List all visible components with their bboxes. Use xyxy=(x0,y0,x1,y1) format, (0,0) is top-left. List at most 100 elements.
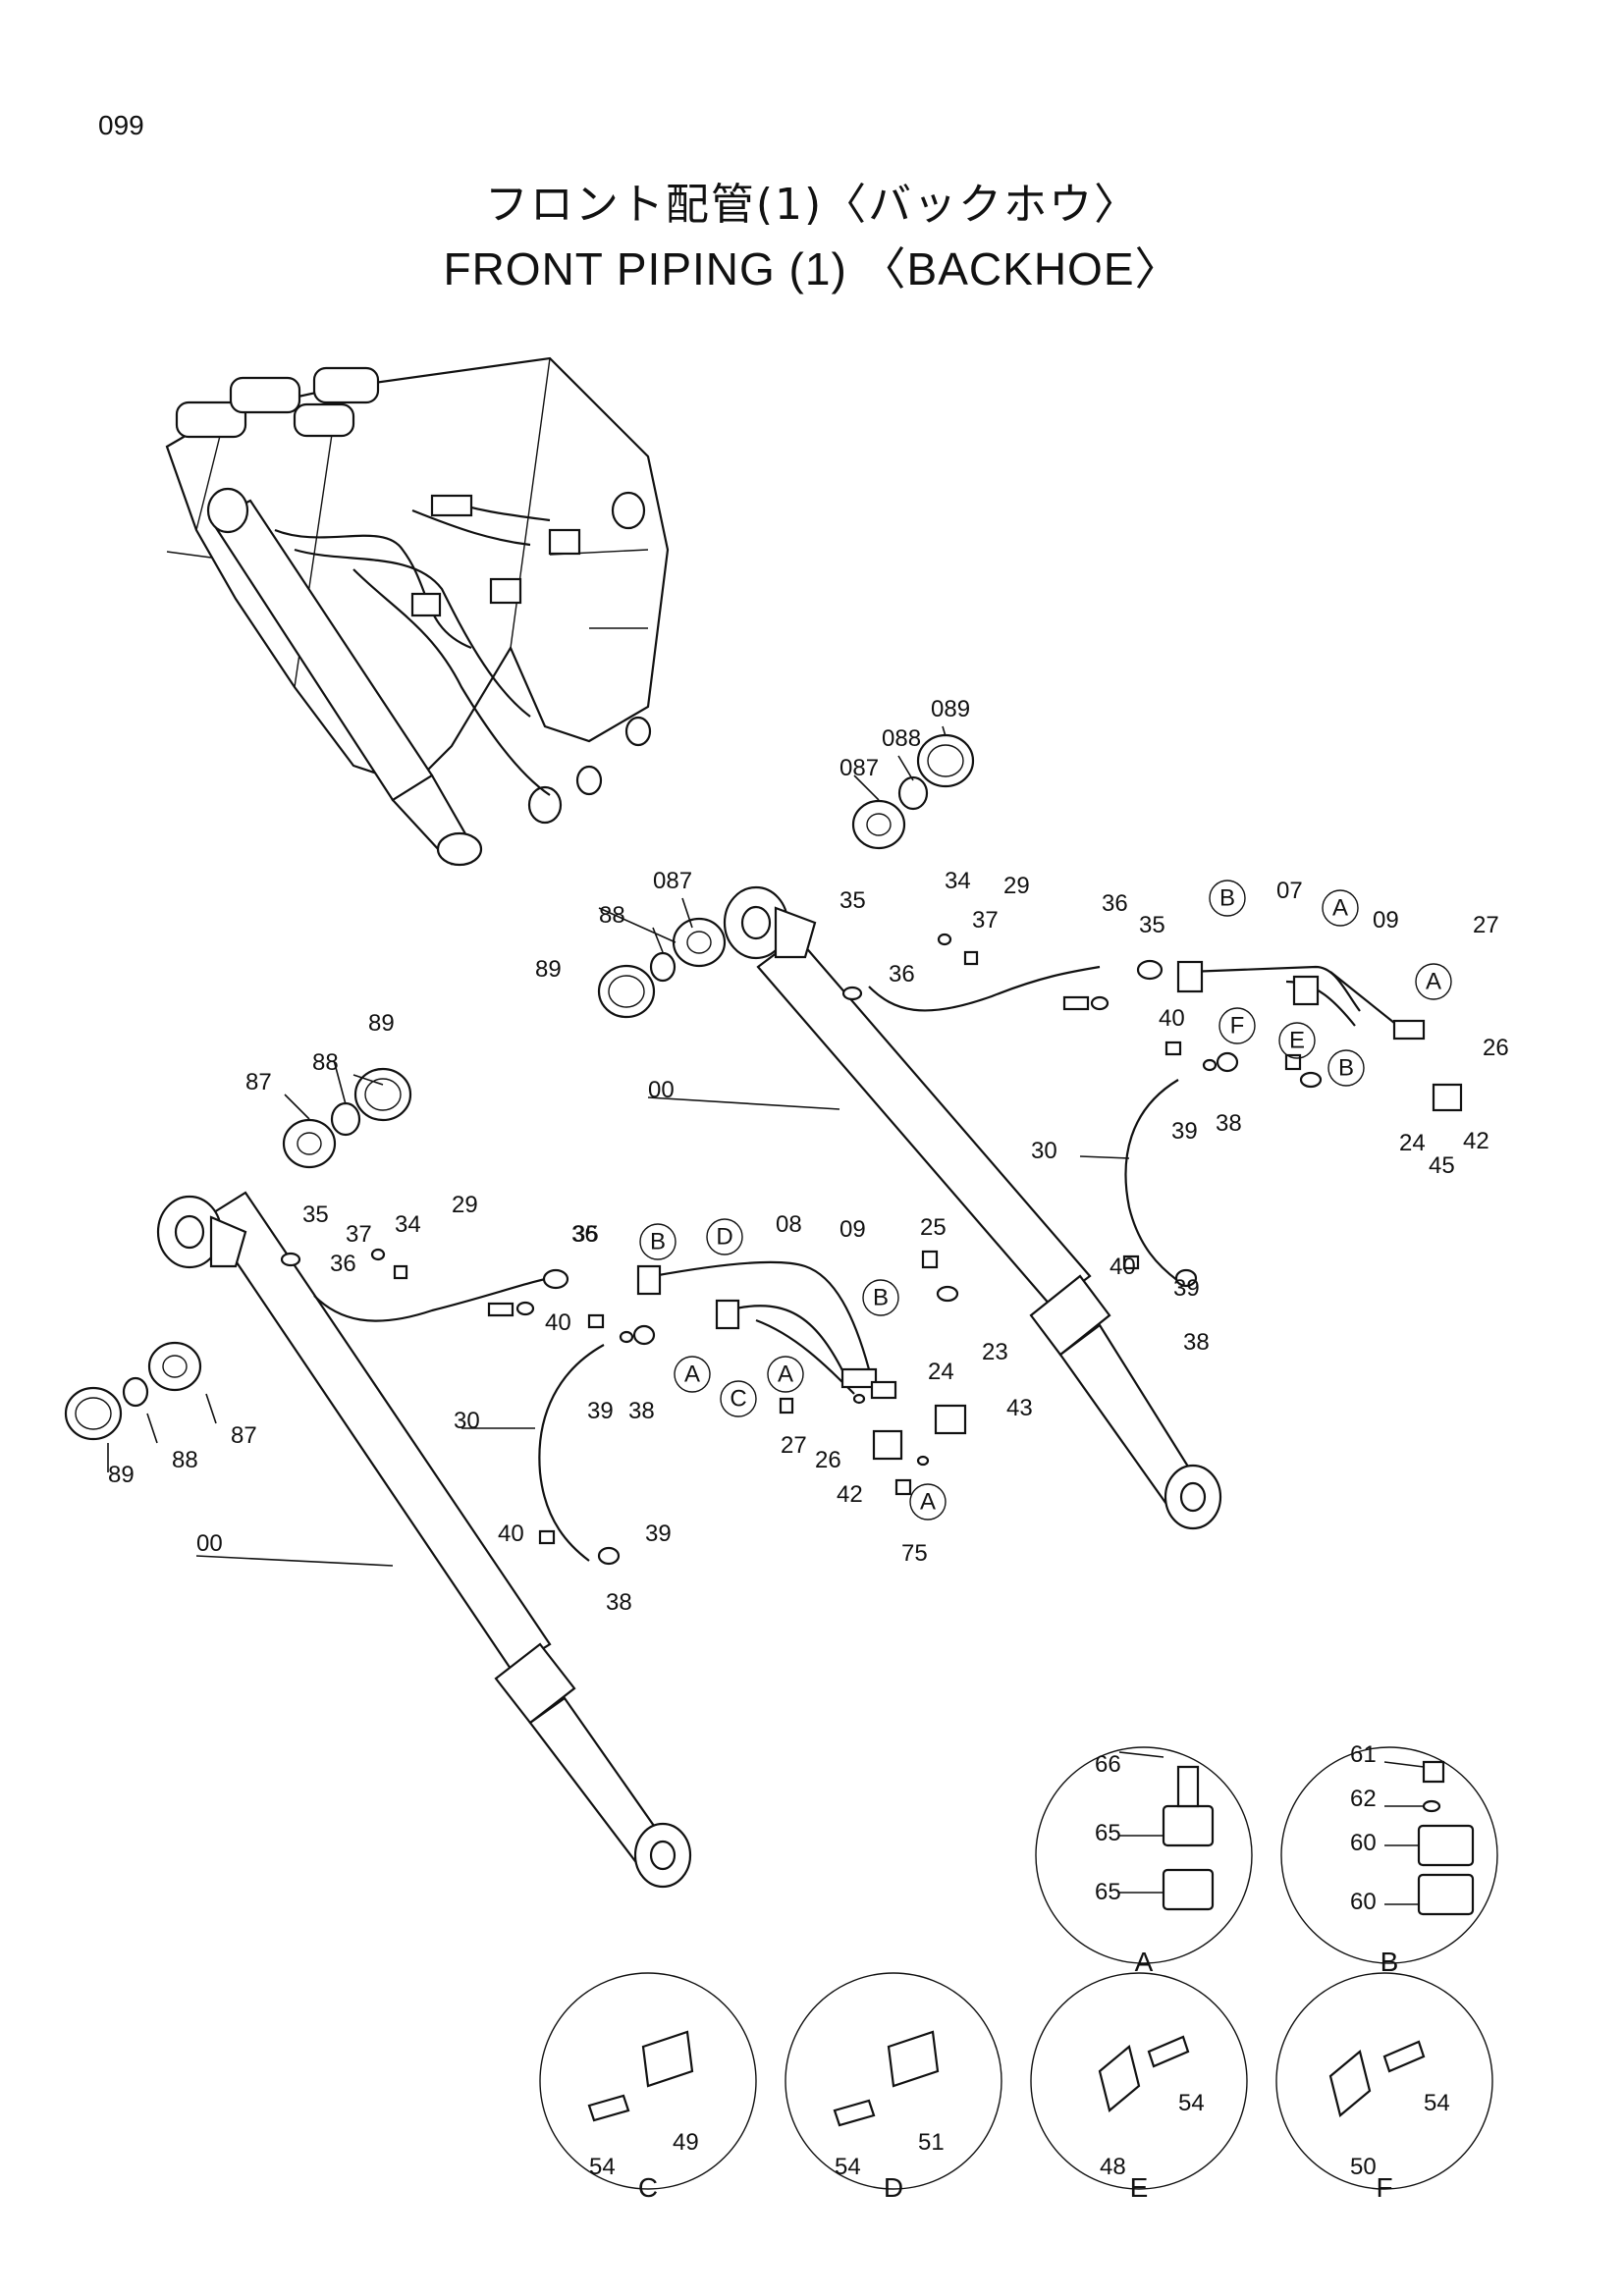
part-label: 89 xyxy=(535,956,562,983)
part-label: A xyxy=(1426,969,1441,995)
part-label: 09 xyxy=(1373,907,1399,934)
part-label: 37 xyxy=(972,907,999,934)
part-label: 87 xyxy=(231,1422,257,1449)
part-label: B xyxy=(1219,885,1235,912)
part-label: B xyxy=(650,1229,666,1255)
callout-circle xyxy=(1327,1049,1365,1087)
detail-part-label: 65 xyxy=(1095,1820,1121,1846)
part-label: 88 xyxy=(599,902,625,929)
callout-circle xyxy=(674,1356,711,1393)
callout-circle xyxy=(1278,1022,1316,1059)
part-label: 39 xyxy=(1171,1118,1198,1145)
part-label: 25 xyxy=(920,1214,947,1241)
callout-circle xyxy=(1218,1007,1256,1044)
part-label: 40 xyxy=(498,1521,524,1547)
callout-circle xyxy=(1322,889,1359,927)
part-label: 36 xyxy=(571,1221,598,1248)
part-label: 088 xyxy=(882,725,921,752)
detail-part-label: 61 xyxy=(1350,1741,1377,1768)
part-label: 88 xyxy=(312,1049,339,1076)
part-label: 30 xyxy=(454,1408,480,1434)
callout-circle xyxy=(720,1380,757,1417)
detail-views xyxy=(539,1746,1498,2190)
part-label: 45 xyxy=(1429,1152,1455,1179)
part-label: 35 xyxy=(302,1201,329,1228)
detail-part-label: 60 xyxy=(1350,1830,1377,1856)
upper-cylinder-assembly xyxy=(597,733,1463,1530)
detail-view-id: B xyxy=(1380,1947,1399,1977)
detail-part-label: 65 xyxy=(1095,1879,1121,1905)
part-label: 43 xyxy=(1006,1395,1033,1421)
part-label: 087 xyxy=(839,755,879,781)
lower-cylinder-assembly xyxy=(64,1067,967,1889)
part-label: E xyxy=(1289,1028,1305,1054)
detail-view-id: D xyxy=(884,2172,903,2203)
callout-circle xyxy=(639,1223,677,1260)
detail-part-label: 60 xyxy=(1350,1889,1377,1915)
detail-part-label: 51 xyxy=(918,2129,945,2156)
part-label: 89 xyxy=(108,1462,135,1488)
part-label: 88 xyxy=(172,1447,198,1473)
leader-lines xyxy=(107,725,1425,1905)
part-label: 23 xyxy=(982,1339,1008,1365)
part-label: 35 xyxy=(839,887,866,914)
part-label: C xyxy=(730,1386,746,1413)
detail-part-label: 48 xyxy=(1100,2154,1126,2180)
part-label: 36 xyxy=(889,961,915,988)
part-label: 39 xyxy=(1173,1275,1200,1302)
part-label: 89 xyxy=(368,1010,395,1037)
part-label: A xyxy=(684,1362,700,1388)
detail-part-label: 54 xyxy=(589,2154,616,2180)
part-label: 089 xyxy=(931,696,970,722)
part-label: B xyxy=(1338,1055,1354,1082)
part-label: A xyxy=(778,1362,793,1388)
detail-part-label: 62 xyxy=(1350,1786,1377,1812)
part-label: 38 xyxy=(1216,1110,1242,1137)
part-label: 08 xyxy=(776,1211,802,1238)
part-label: 29 xyxy=(452,1192,478,1218)
part-label: 35 xyxy=(1139,912,1165,938)
part-label: 26 xyxy=(1483,1035,1509,1061)
detail-part-label: 54 xyxy=(1424,2090,1450,2116)
title-english: FRONT PIPING (1) 〈BACKHOE〉 xyxy=(443,243,1181,294)
callout-circle xyxy=(1209,880,1246,917)
part-label: D xyxy=(716,1224,732,1251)
part-label: 26 xyxy=(815,1447,841,1473)
title-japanese: フロント配管(1)〈バックホウ〉 xyxy=(484,180,1140,230)
detail-part-label: 54 xyxy=(835,2154,861,2180)
part-label: 39 xyxy=(587,1398,614,1424)
callout-circle xyxy=(909,1483,947,1521)
part-label: 42 xyxy=(837,1481,863,1508)
part-label: 00 xyxy=(648,1077,675,1103)
callout-circle xyxy=(767,1356,804,1393)
part-label: A xyxy=(1332,895,1348,922)
part-label: 29 xyxy=(1003,873,1030,899)
part-label: 24 xyxy=(1399,1130,1426,1156)
part-label: 07 xyxy=(1276,878,1303,904)
callout-circle xyxy=(706,1218,743,1255)
part-label: 24 xyxy=(928,1359,954,1385)
part-label: 27 xyxy=(1473,912,1499,938)
page-number: 099 xyxy=(98,110,144,140)
detail-view-id: E xyxy=(1130,2172,1149,2203)
part-label: 087 xyxy=(653,868,692,894)
part-label: 35 xyxy=(572,1221,599,1248)
boom-overview-illustration xyxy=(165,356,670,867)
part-label: 40 xyxy=(1159,1005,1185,1032)
part-label: 36 xyxy=(1102,890,1128,917)
part-label: 27 xyxy=(781,1432,807,1459)
part-label: 30 xyxy=(1031,1138,1057,1164)
detail-part-label: 50 xyxy=(1350,2154,1377,2180)
part-label: 37 xyxy=(346,1221,372,1248)
detail-view-id: C xyxy=(638,2172,658,2203)
detail-part-label: 66 xyxy=(1095,1751,1121,1778)
detail-part-label: 49 xyxy=(673,2129,699,2156)
part-label: 38 xyxy=(606,1589,632,1616)
part-label: B xyxy=(873,1285,889,1311)
part-label: 39 xyxy=(645,1521,672,1547)
part-label: 38 xyxy=(628,1398,655,1424)
part-label: 09 xyxy=(839,1216,866,1243)
detail-view-id: A xyxy=(1135,1947,1154,1977)
